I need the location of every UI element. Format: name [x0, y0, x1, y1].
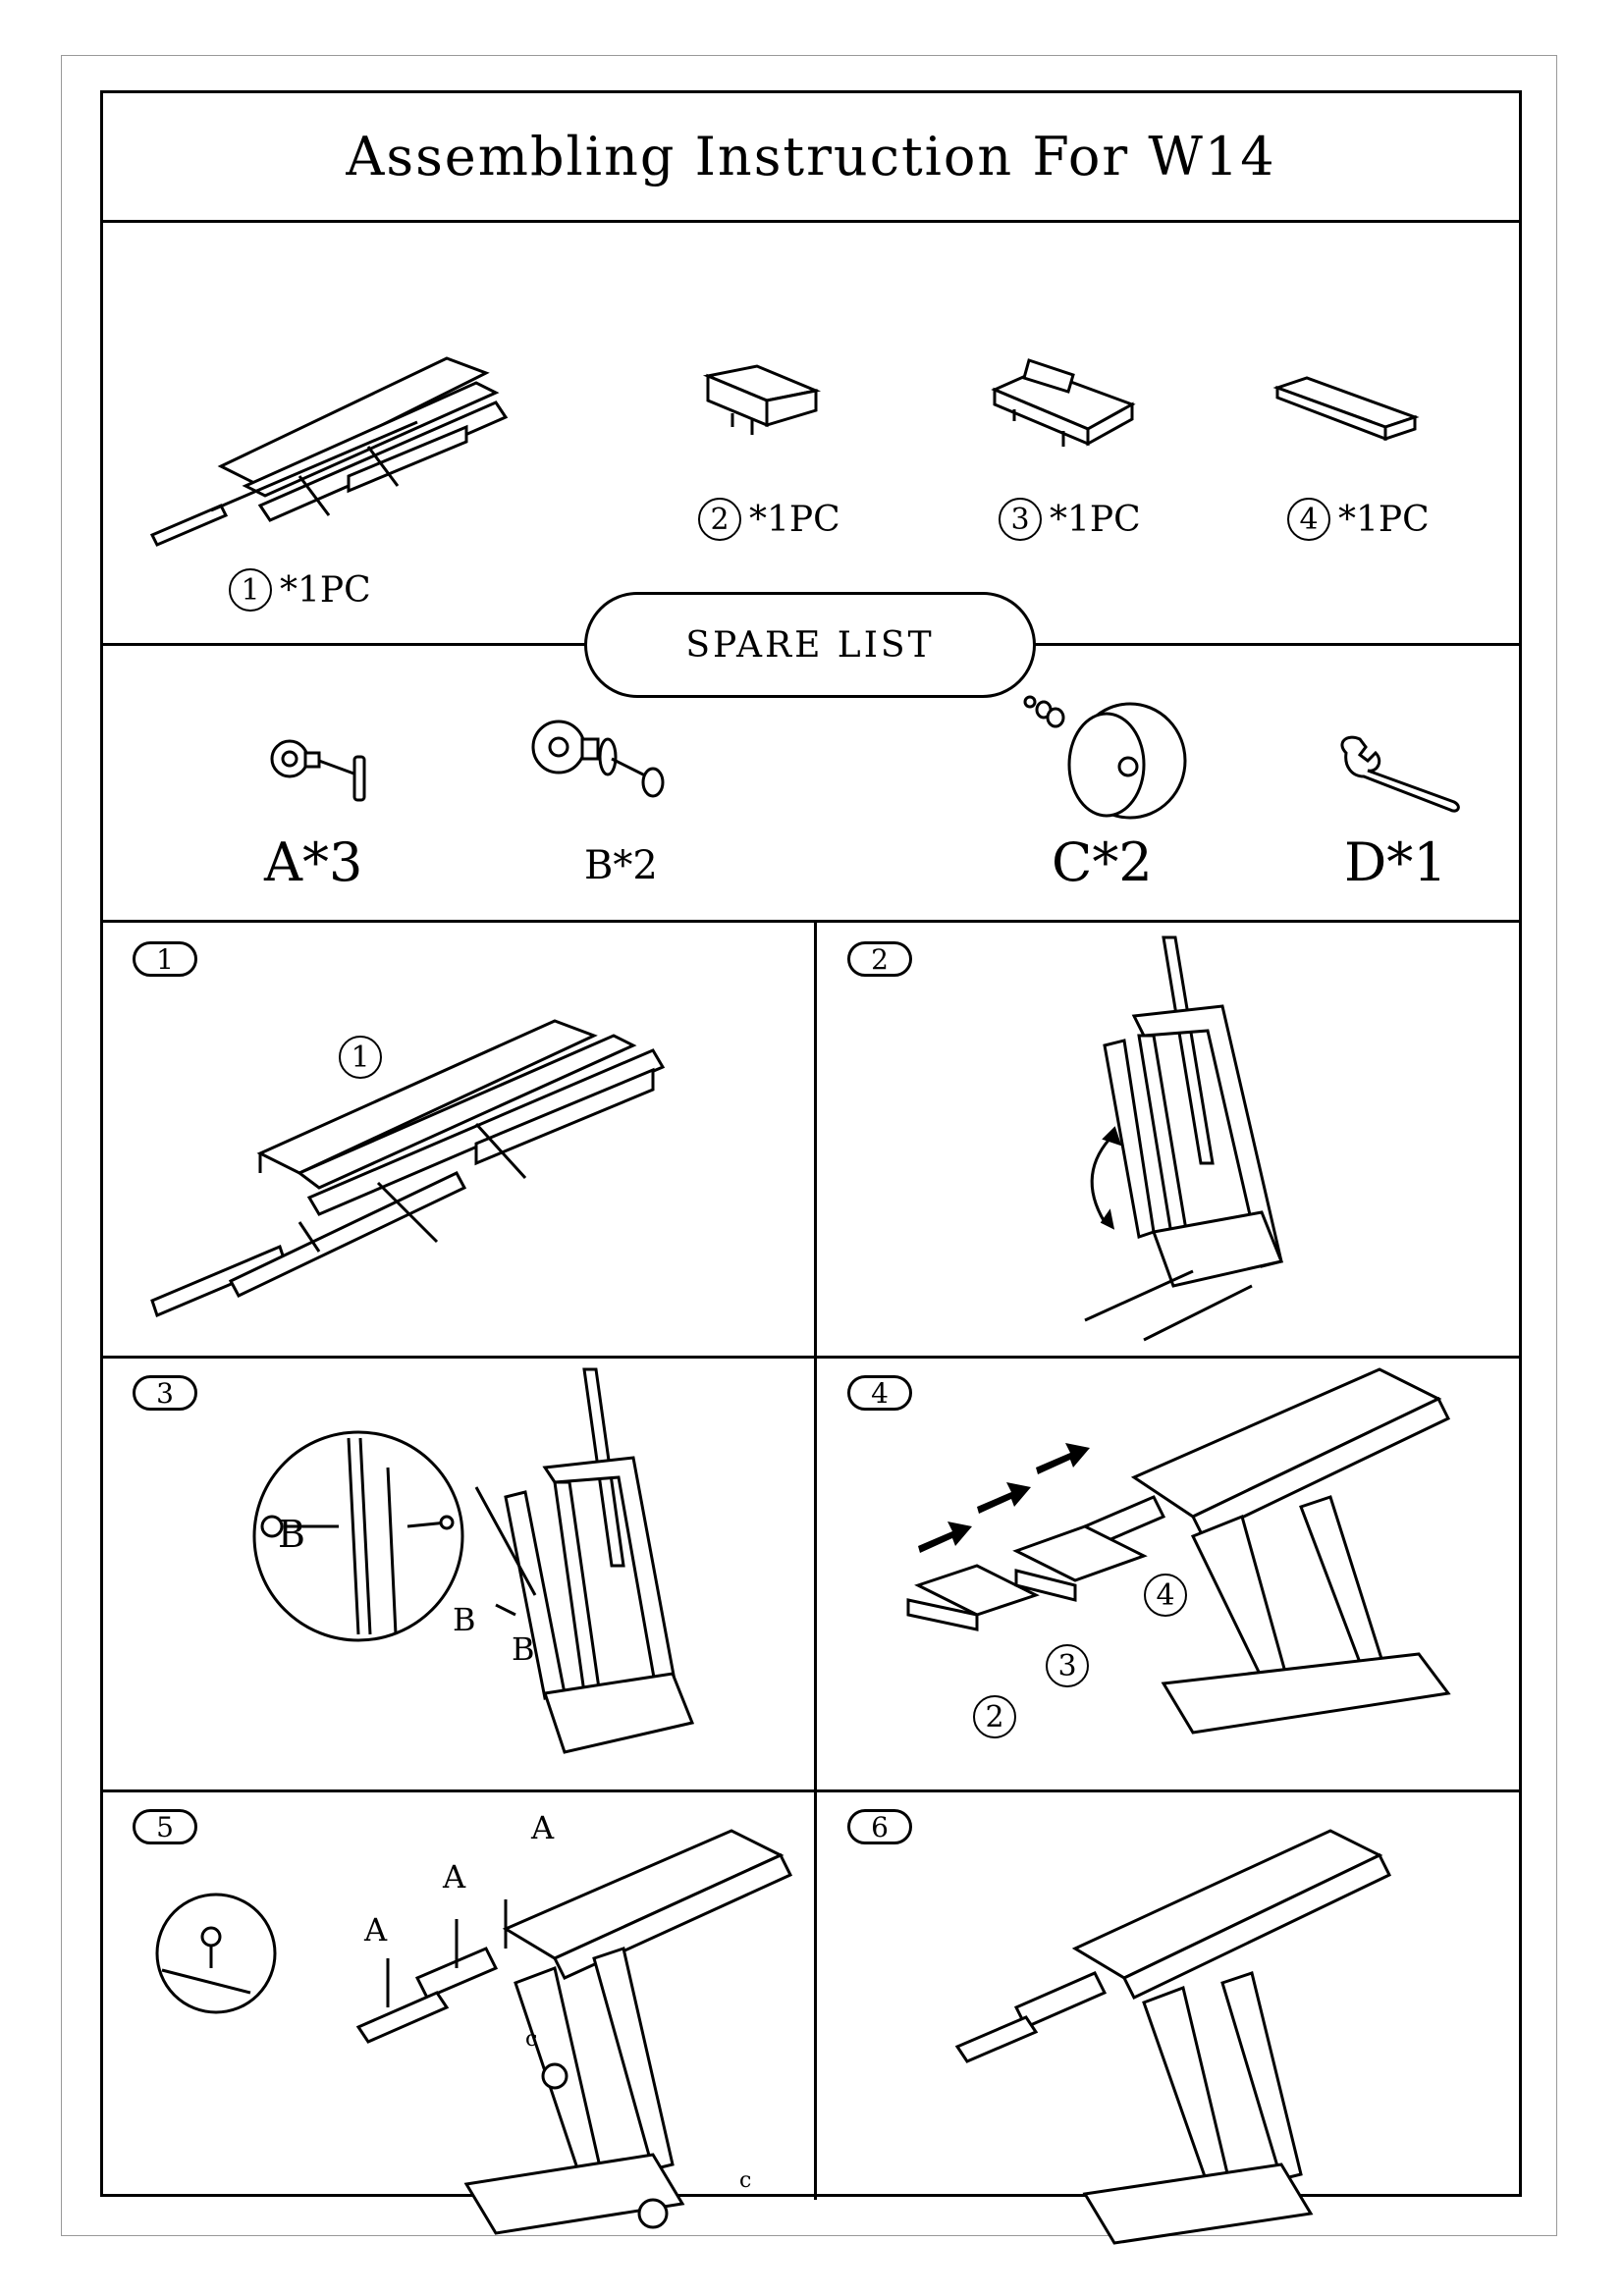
part-1-drawing	[149, 356, 509, 547]
step-6-drawing	[954, 1829, 1392, 2245]
step-3-detail-magnifier	[252, 1430, 464, 1642]
part-number: 2	[698, 498, 741, 541]
callout-circle: 1	[339, 1036, 382, 1079]
step-3-callout-b-left: B	[453, 1601, 476, 1638]
step-5-callout-a-left: A	[364, 1911, 388, 1949]
callout-circle: 2	[973, 1695, 1016, 1738]
callout-circle: 4	[1144, 1574, 1187, 1617]
step-1-number: 1	[133, 941, 197, 977]
step-2-drawing	[1084, 935, 1284, 1342]
page-title: Assembling Instruction For W14	[103, 93, 1519, 223]
step-4-callout-4: 4	[1144, 1574, 1187, 1617]
spare-b-label: B*2	[584, 843, 658, 888]
part-number: 3	[999, 498, 1042, 541]
callout-circle: 3	[1046, 1644, 1089, 1687]
step-3-drawing	[474, 1367, 695, 1754]
step-6-number: 6	[847, 1809, 912, 1844]
wrench-icon	[1340, 735, 1460, 813]
part-qty: *1PC	[1338, 499, 1430, 540]
part-qty: *1PC	[280, 569, 371, 611]
step-1-callout: 1	[339, 1036, 382, 1079]
spare-b-drawing	[531, 720, 665, 798]
spare-a-label: A*3	[264, 831, 363, 893]
steps-column-divider	[814, 920, 817, 2200]
spare-a-drawing	[270, 739, 366, 802]
part-3-drawing	[991, 358, 1136, 447]
spare-c-drawing	[1023, 695, 1187, 820]
step-5-callout-c-mid: c	[525, 2027, 538, 2052]
part-2-label: 2 *1PC	[698, 498, 840, 541]
steps-row-divider-1	[103, 1356, 1519, 1359]
step-5-number: 5	[133, 1809, 197, 1844]
part-4-label: 4 *1PC	[1287, 498, 1430, 541]
step-5-callout-c-bottom: c	[739, 2168, 752, 2193]
step-4-drawing	[906, 1367, 1451, 1735]
instruction-sheet: Assembling Instruction For W14 1 *1PC	[100, 90, 1522, 2245]
step-1-drawing	[150, 1019, 666, 1318]
step-5-detail-magnifier	[155, 1893, 277, 2014]
step-5-callout-a-mid: A	[443, 1858, 466, 1896]
step-3-number: 3	[133, 1375, 197, 1411]
spare-divider	[103, 920, 1519, 923]
step-5-drawing	[355, 1829, 793, 2235]
part-4-drawing	[1272, 376, 1420, 442]
spare-d-label: D*1	[1344, 831, 1447, 893]
spare-list-title: SPARE LIST	[584, 592, 1036, 698]
part-number: 1	[229, 568, 272, 612]
part-1-label: 1 *1PC	[229, 568, 371, 612]
part-number: 4	[1287, 498, 1330, 541]
spare-c-label: C*2	[1052, 831, 1153, 893]
part-2-drawing	[702, 364, 822, 435]
part-qty: *1PC	[1050, 499, 1141, 540]
step-3-callout-b-right: B	[512, 1630, 535, 1668]
step-4-number: 4	[847, 1375, 912, 1411]
step-5-callout-a-top: A	[531, 1809, 555, 1846]
step-4-callout-2: 2	[973, 1695, 1016, 1738]
step-4-callout-3: 3	[1046, 1644, 1089, 1687]
part-qty: *1PC	[749, 499, 840, 540]
steps-row-divider-2	[103, 1789, 1519, 1792]
step-3-callout-b-detail: B	[278, 1513, 305, 1556]
step-2-number: 2	[847, 941, 912, 977]
part-3-label: 3 *1PC	[999, 498, 1141, 541]
page-outer-border	[61, 55, 1557, 2236]
